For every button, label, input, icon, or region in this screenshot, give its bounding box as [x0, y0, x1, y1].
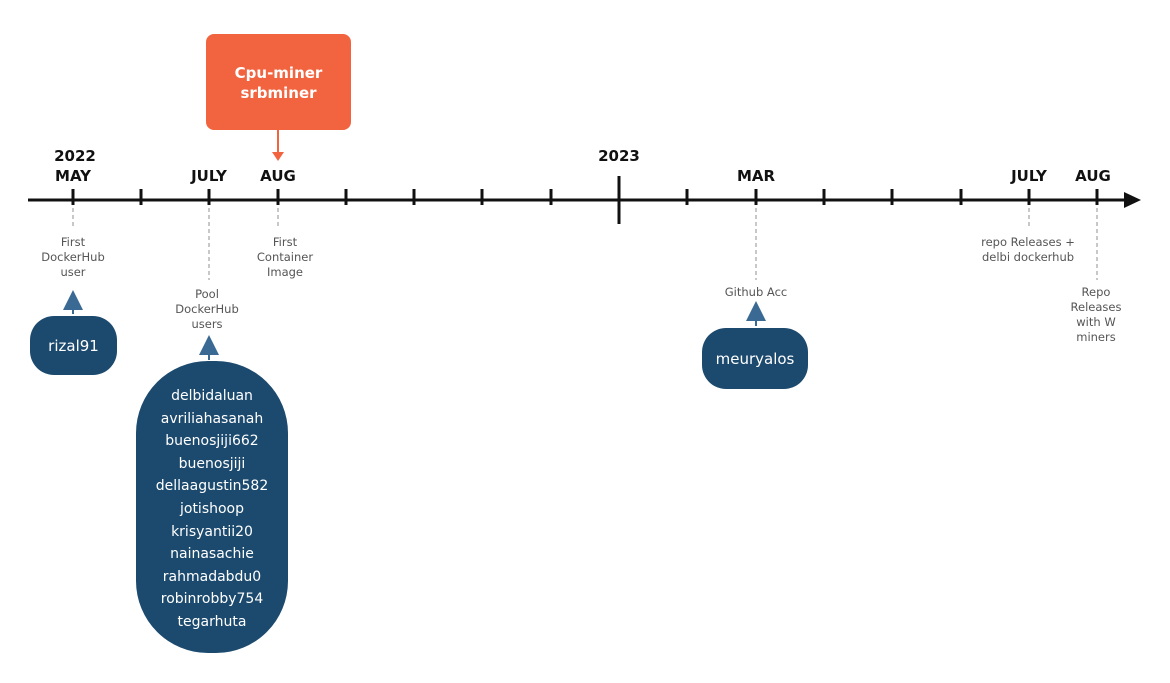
pool-user: nainasachie — [170, 546, 254, 563]
timeline-arrowhead — [1124, 192, 1141, 208]
month-label-may: MAY — [55, 167, 91, 185]
blue-arrows — [63, 290, 766, 360]
pool-user: buenosjiji662 — [165, 433, 259, 450]
pool-user: jotishoop — [179, 500, 245, 517]
user-pill-meuryalos: meuryalos — [702, 328, 808, 389]
miner-callout: Cpu-miner srbminer — [206, 34, 351, 130]
pool-user: robinrobby754 — [160, 591, 264, 608]
month-label-july-2023: JULY — [1011, 167, 1047, 185]
year-label-2022: 2022 — [54, 147, 96, 165]
callout-line-2: srbminer — [240, 84, 317, 102]
month-label-aug-2022: AUG — [260, 167, 296, 185]
user-pill-rizal91: rizal91 — [30, 316, 117, 375]
callout-line-1: Cpu-miner — [234, 64, 323, 82]
event-repo-releases-delbi: repo Releases + delbi dockerhub — [981, 235, 1075, 264]
timeline-ticks — [71, 176, 1099, 224]
dashed-connectors — [72, 208, 1098, 280]
event-github-acc: Github Acc — [724, 285, 788, 299]
pool-user: krisyantii20 — [171, 523, 253, 540]
year-label-2023: 2023 — [598, 147, 640, 165]
pool-user: rahmadabdu0 — [162, 568, 262, 585]
pool-user: tegarhuta — [177, 613, 247, 630]
month-label-aug-2023: AUG — [1075, 167, 1111, 185]
pool-user: buenosjiji — [178, 455, 246, 472]
pool-users-pill: delbidaluan avriliahasanah buenosjiji662… — [136, 361, 288, 653]
event-first-container-image: First Container Image — [256, 235, 314, 279]
event-repo-releases-w-miners: Repo Releases with W miners — [1070, 285, 1122, 344]
pool-user: dellaagustin582 — [155, 478, 269, 495]
callout-arrowhead — [272, 152, 284, 161]
pool-user: avriliahasanah — [160, 410, 264, 427]
event-pool-dockerhub-users: Pool DockerHub users — [175, 287, 239, 331]
event-first-dockerhub-user: First DockerHub user — [41, 235, 105, 279]
pool-user: delbidaluan — [171, 388, 253, 404]
month-label-july-2022: JULY — [191, 167, 227, 185]
month-label-mar: MAR — [736, 167, 776, 185]
